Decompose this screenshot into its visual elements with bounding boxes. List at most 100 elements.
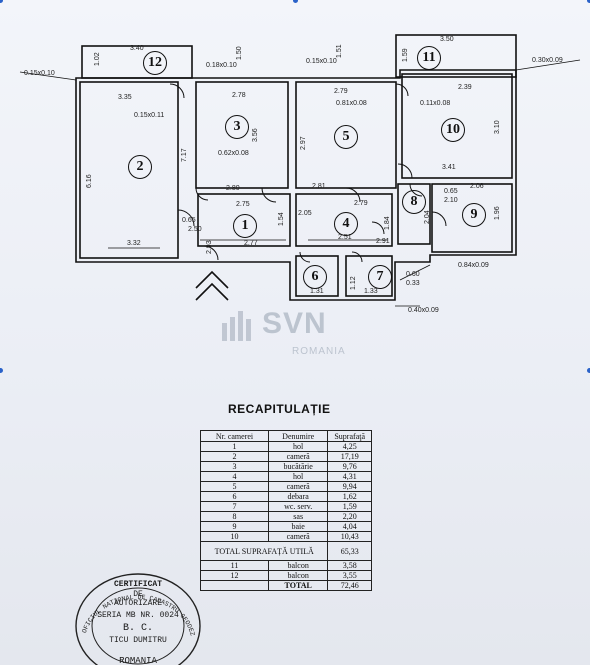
watermark-brand: SVN [262,307,327,340]
cell-area: 1,59 [327,501,372,512]
cell-num: 4 [200,471,269,482]
apartment-outline [75,69,517,301]
stamp-line-2: DE [133,590,143,599]
room-label-3: 3 [225,115,249,139]
room-label-7: 7 [368,265,392,289]
total-label: TOTAL [267,580,329,591]
room-10-outline [401,73,513,179]
cell-area: 1,62 [327,491,372,502]
cell-num: 1 [200,441,269,452]
dim-label: 0.65 [182,217,196,224]
cell-num: 12 [200,570,269,581]
cell-area: 4,04 [327,521,372,532]
useful-total-value: 65,33 [327,541,372,561]
cell-name: debara [267,491,329,502]
cell-name: baie [267,521,329,532]
room-6-outline [295,255,339,297]
authorization-stamp: OFICIUL NATIONAL DE CADASTRU GEODEZIE SI… [73,566,203,665]
room-7-outline [345,255,393,297]
dim-label: 0.15x0.11 [134,112,165,119]
header-num: Nr. camerei [200,430,269,442]
dim-label: 0.30x0.09 [532,57,563,64]
cell-num: 6 [200,491,269,502]
dim-label: 2.91 [376,238,390,245]
cell-area: 4,31 [327,471,372,482]
dim-label: 2.81 [312,183,326,190]
table-header-row: Nr. camerei Denumire Suprafaţă [200,430,372,442]
useful-total-label: TOTAL SUPRAFAȚĂ UTILĂ [199,541,329,561]
watermark-subtitle: ROMANIA [292,346,346,357]
cell-area: 17,19 [327,451,372,462]
dim-label: 2.39 [458,84,472,91]
cell-num: 2 [200,451,269,462]
dim-label: 2.79 [334,88,348,95]
stamp-line-1: CERTIFICAT [113,580,162,589]
cell-name: cameră [267,481,329,492]
table-row-useful-total: TOTAL SUPRAFAȚĂ UTILĂ 65,33 [199,541,372,561]
balcony-11-outline [395,34,517,78]
stamp-line-6: TICU DUMITRU [109,636,167,645]
dim-label: 2.78 [232,92,246,99]
dim-label: 3.40 [130,45,144,52]
dim-label: 3.41 [442,164,456,171]
cell-area: 10,43 [327,531,372,542]
dim-label: 2.51 [338,234,352,241]
header-name: Denumire [267,430,329,442]
dim-label: 2.50 [188,226,202,233]
dim-label: 6.16 [86,174,93,188]
north-arrow-icon [195,270,229,301]
dim-label: 1.59 [402,48,409,62]
cell-num: 7 [200,501,269,512]
dim-label: 2.79 [354,200,368,207]
dim-label: 1.84 [384,216,391,230]
dim-label: 1.50 [236,46,243,60]
dim-label: 0.15x0.10 [24,70,55,77]
room-4-outline [295,193,393,247]
edge-marker-top-left [0,0,3,3]
cell-name: cameră [267,531,329,542]
edge-marker-top [293,0,298,3]
cell-area: 3,58 [327,560,372,571]
cell-num: 10 [200,531,269,542]
dim-label: 0.62x0.08 [218,150,249,157]
dim-label: 3.50 [440,36,454,43]
cell-name: balcon [267,560,329,571]
cell-area: 4,25 [327,441,372,452]
dim-label: 2.93 [206,240,213,254]
recap-title: RECAPITULAȚIE [228,402,331,416]
cell-name: wc. serv. [267,501,329,512]
room-3-outline [195,81,289,189]
dim-label: 3.10 [494,120,501,134]
room-label-8: 8 [402,190,426,214]
dim-label: 0.65 [444,188,458,195]
room-8-outline [397,183,431,245]
cell-area: 9,76 [327,461,372,472]
cell-area: 3,55 [327,570,372,581]
room-9-outline [431,183,513,253]
dim-label: 0.81x0.08 [336,100,367,107]
stamp-line-7: ROMANIA [119,656,157,665]
cell-name: cameră [267,451,329,462]
dim-label: 1.31 [310,288,324,295]
dim-label: 1.54 [278,212,285,226]
dim-label: 0.11x0.08 [420,100,451,107]
cell-area: 9,94 [327,481,372,492]
dim-label: 0.60 [406,271,420,278]
room-label-9: 9 [462,203,486,227]
cell-name: bucătărie [267,461,329,472]
room-label-6: 6 [303,265,327,289]
dim-label: 0.40x0.09 [408,307,439,314]
room-label-10: 10 [441,118,465,142]
dim-label: 3.32 [127,240,141,247]
